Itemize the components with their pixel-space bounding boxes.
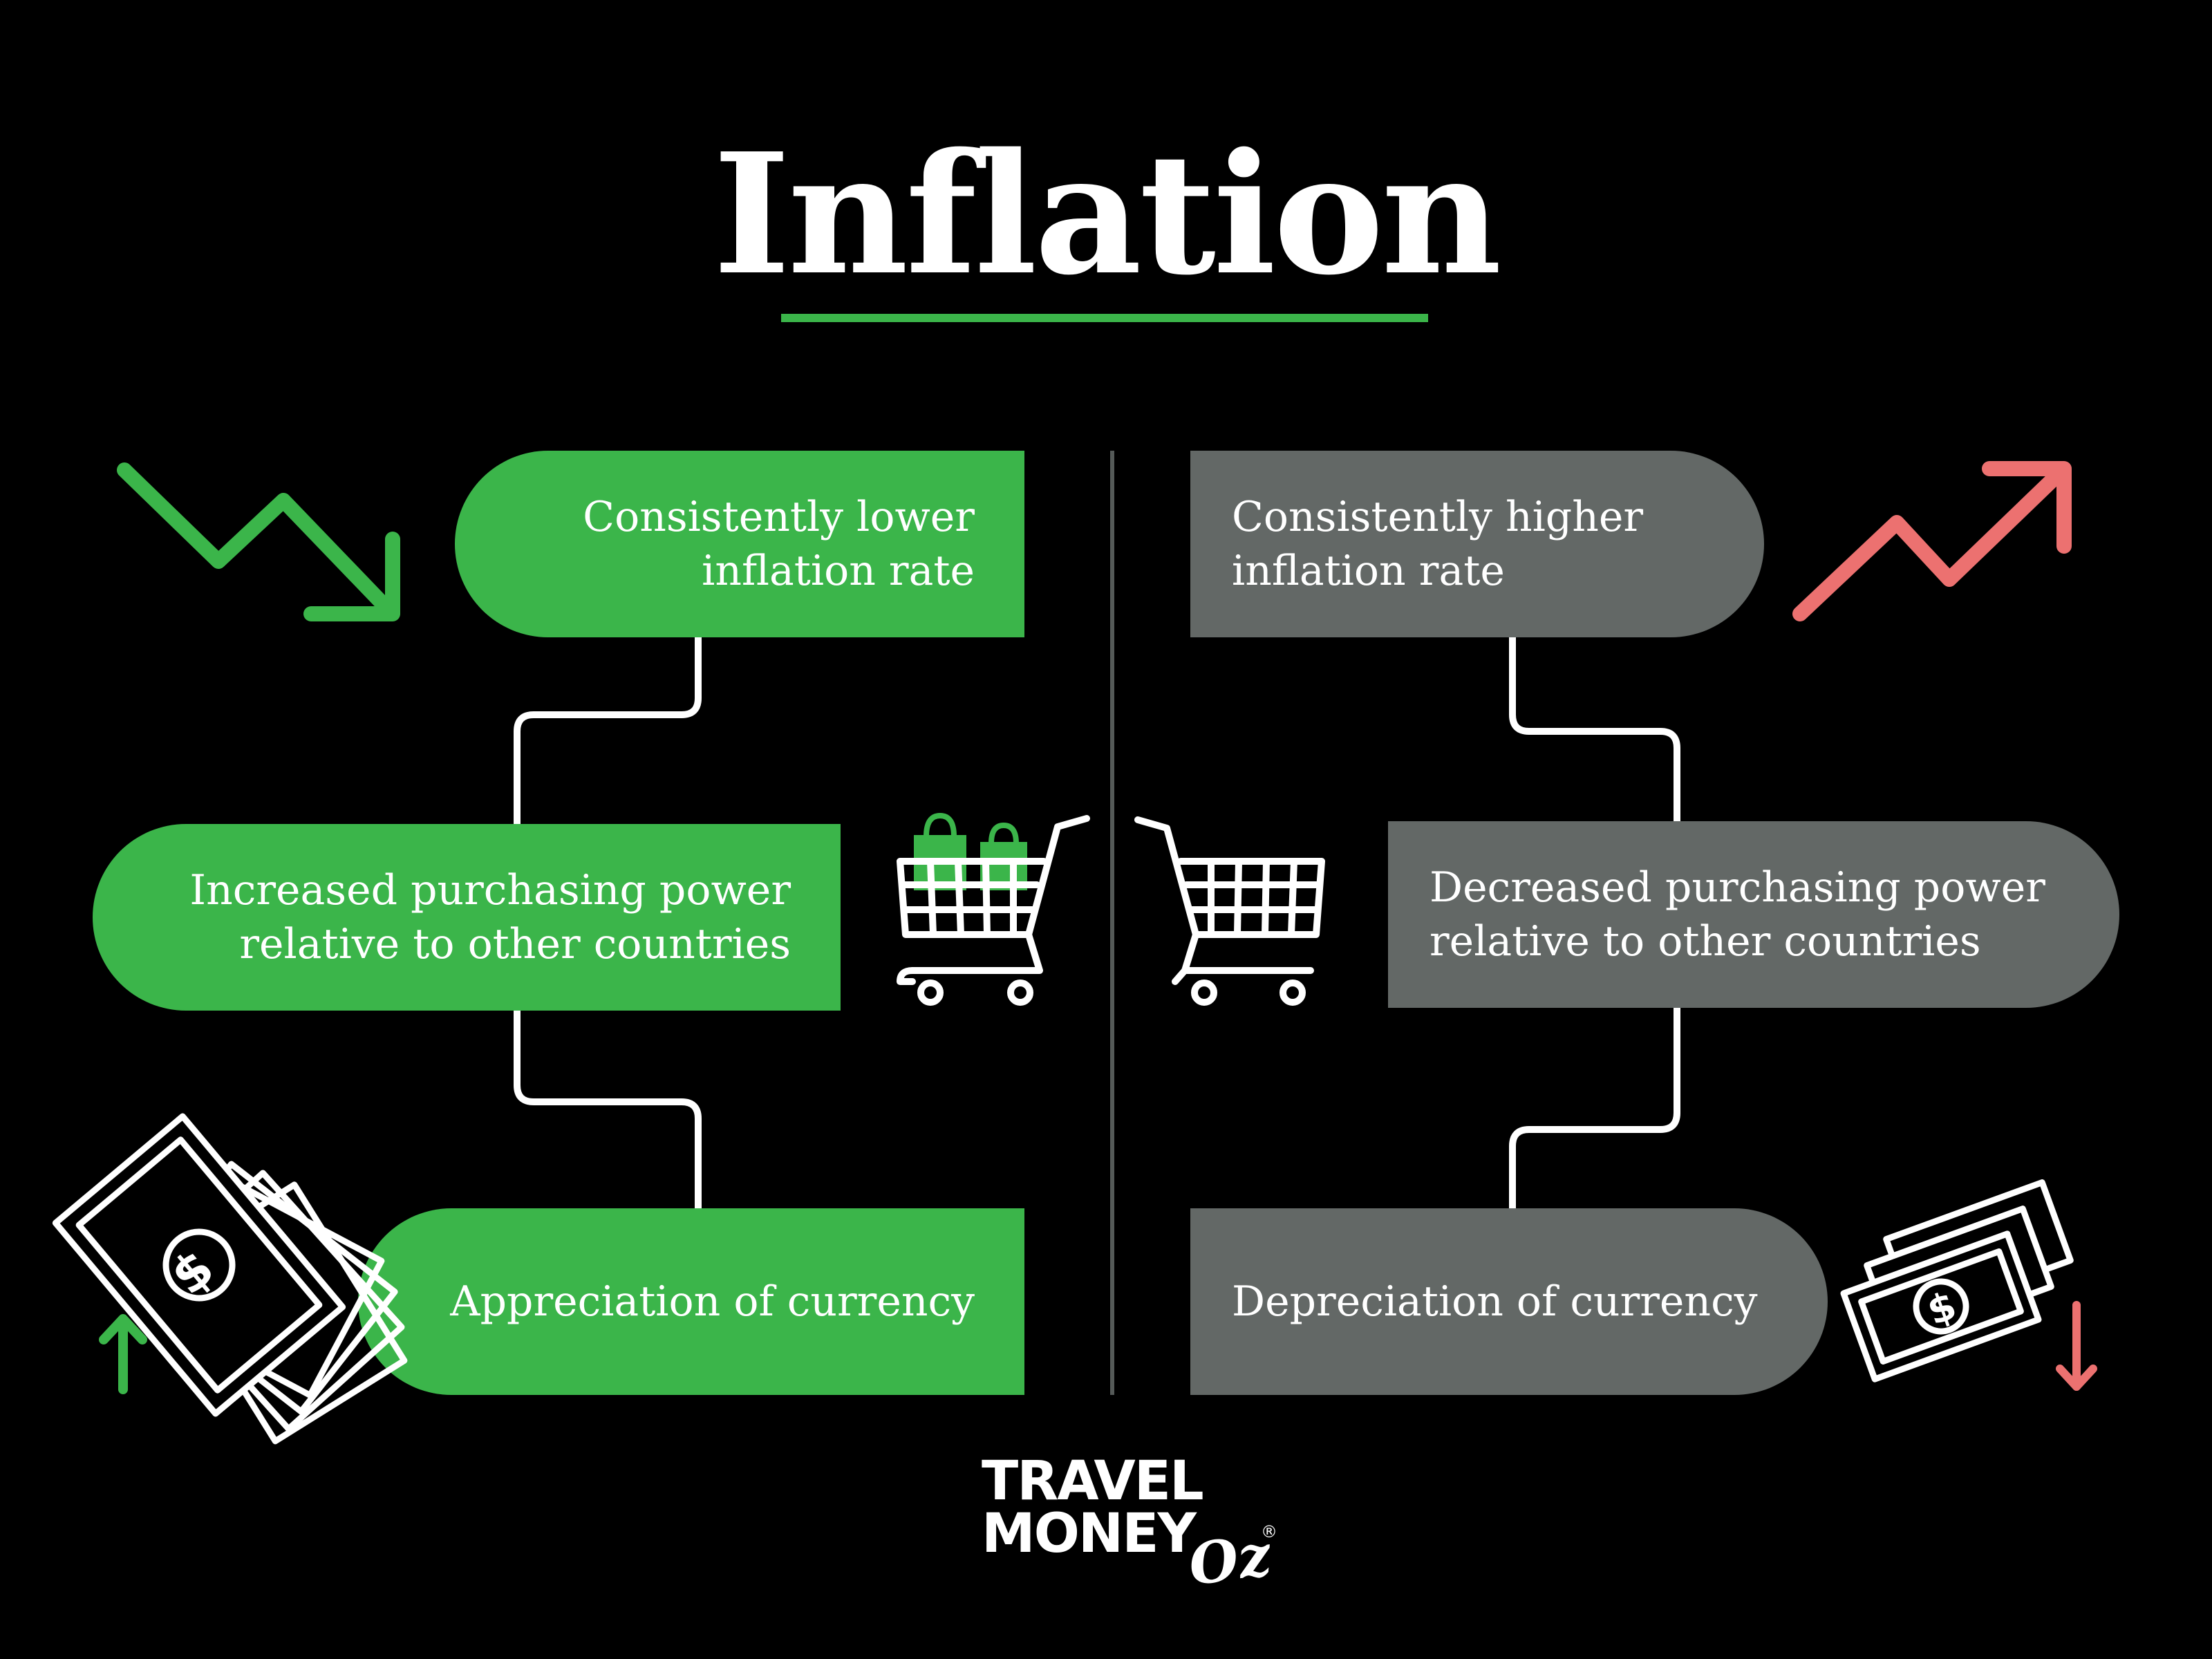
- left-box-increased-purchasing: Increased purchasing power relative to o…: [93, 824, 841, 1011]
- left-box-appreciation: Appreciation of currency: [358, 1208, 1024, 1395]
- right-box-depreciation-text: Depreciation of currency: [1232, 1277, 1758, 1326]
- left-box-lower-inflation: Consistently lower inflation rate: [455, 451, 1024, 637]
- title-underline: [781, 314, 1428, 322]
- travel-money-oz-logo: TRAVEL MONEY Oz ®: [982, 1450, 1277, 1599]
- left-box-lower-inflation-text: Consistently lower inflation rate: [583, 493, 975, 595]
- right-connector-top: [1509, 636, 1680, 823]
- right-box-depreciation: Depreciation of currency: [1190, 1208, 1828, 1395]
- right-box-decreased-purchasing: Decreased purchasing power relative to o…: [1388, 821, 2119, 1008]
- left-box-increased-purchasing-text: Increased purchasing power relative to o…: [189, 866, 791, 968]
- logo-registered-mark: ®: [1261, 1522, 1277, 1541]
- cash-stack-with-down-arrow-icon: $: [1840, 1179, 2097, 1391]
- left-connector-bottom: [514, 1011, 702, 1208]
- left-connector-top: [514, 636, 702, 827]
- logo-line-money: MONEY: [982, 1503, 1197, 1565]
- logo-line-travel: TRAVEL: [982, 1450, 1204, 1512]
- page-title: Inflation: [713, 117, 1501, 312]
- right-box-higher-inflation-text: Consistently higher inflation rate: [1232, 493, 1644, 595]
- right-box-decreased-purchasing-text: Decreased purchasing power relative to o…: [1430, 863, 2045, 966]
- trend-down-arrow-icon: [117, 462, 400, 621]
- trend-up-arrow-icon: [1792, 461, 2072, 621]
- cash-fan-with-up-arrow-icon: $: [52, 1113, 408, 1445]
- empty-shopping-cart-icon: [1134, 816, 1325, 1006]
- center-divider: [1110, 451, 1114, 1395]
- right-box-higher-inflation: Consistently higher inflation rate: [1190, 451, 1764, 637]
- right-connector-bottom: [1509, 1006, 1680, 1208]
- left-box-appreciation-text: Appreciation of currency: [450, 1277, 975, 1326]
- shopping-cart-with-bags-icon: [897, 812, 1090, 1006]
